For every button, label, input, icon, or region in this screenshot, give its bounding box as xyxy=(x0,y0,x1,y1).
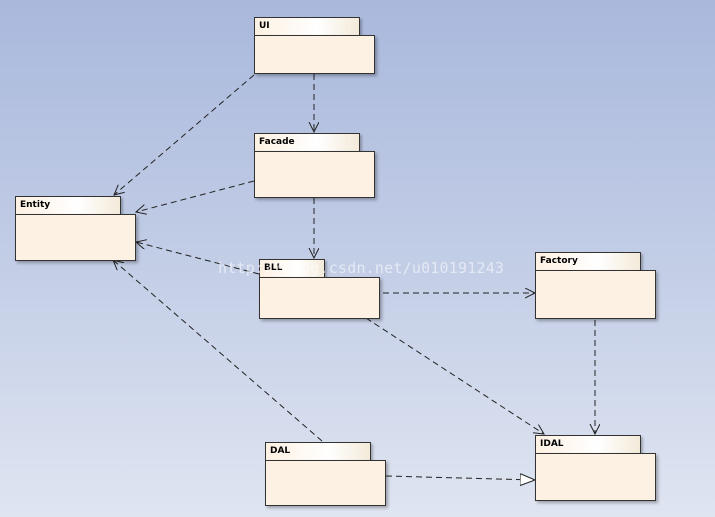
package-bll: BLL xyxy=(259,259,380,319)
edge-ui-to-entity xyxy=(114,74,255,195)
edge-dal-realizes-idal xyxy=(385,476,535,480)
package-facade-body xyxy=(254,151,375,198)
package-idal-label: IDAL xyxy=(540,439,564,449)
package-facade-label: Facade xyxy=(259,137,295,147)
package-bll-label: BLL xyxy=(264,263,283,273)
package-facade: Facade xyxy=(254,133,375,198)
watermark-url: http://blog.csdn.net/u010191243 xyxy=(218,259,505,277)
package-facade-tab: Facade xyxy=(254,133,360,152)
package-idal-body xyxy=(535,453,656,501)
package-idal-tab: IDAL xyxy=(535,435,641,454)
package-dal-tab: DAL xyxy=(265,442,371,461)
package-entity-body xyxy=(15,214,136,261)
package-entity-label: Entity xyxy=(20,200,51,210)
edge-bll-to-entity xyxy=(136,242,260,275)
edge-facade-to-entity xyxy=(136,180,255,212)
package-bll-body xyxy=(259,277,380,319)
package-factory-label: Factory xyxy=(540,256,578,266)
package-ui-label: UI xyxy=(259,21,270,31)
package-factory: Factory xyxy=(535,252,656,319)
package-idal: IDAL xyxy=(535,435,656,501)
package-entity-tab: Entity xyxy=(15,196,121,215)
package-dal: DAL xyxy=(265,442,386,506)
package-entity: Entity xyxy=(15,196,136,261)
package-ui-tab: UI xyxy=(254,17,360,36)
edge-dal-to-entity xyxy=(113,260,323,442)
package-factory-tab: Factory xyxy=(535,252,641,271)
package-dal-body xyxy=(265,460,386,506)
package-factory-body xyxy=(535,270,656,319)
package-ui: UI xyxy=(254,17,375,74)
package-ui-body xyxy=(254,35,375,74)
edge-bll-to-idal xyxy=(365,317,544,434)
package-dal-label: DAL xyxy=(270,446,291,456)
